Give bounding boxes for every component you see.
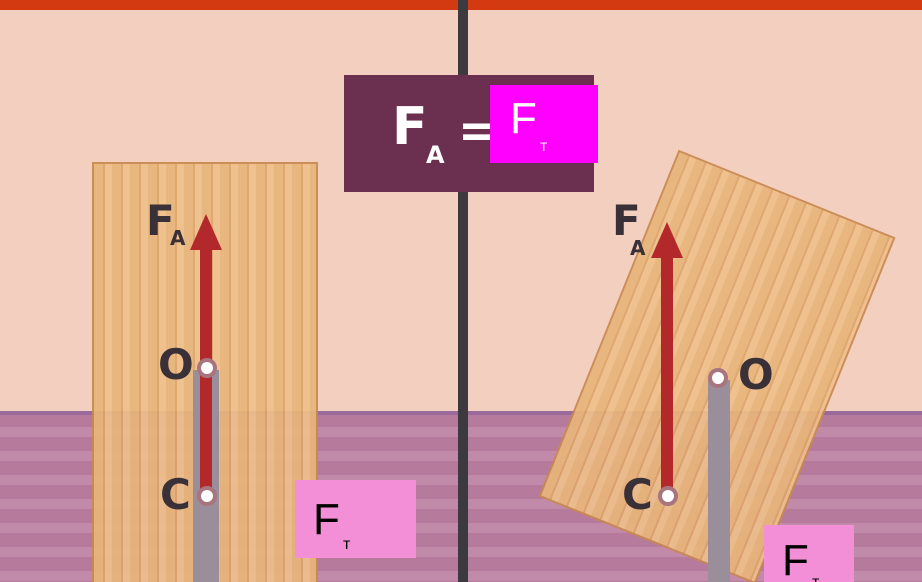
right-force-sub: A — [630, 236, 646, 260]
formula-sub-a: A — [426, 141, 445, 169]
right-post — [708, 380, 730, 582]
right-force-arrow — [661, 258, 673, 494]
left-pivot-o — [197, 358, 217, 378]
center-divider — [458, 0, 468, 582]
left-force-sub: A — [170, 226, 186, 250]
gravity-left-sub: т — [343, 536, 351, 553]
gravity-label-right: F т — [764, 525, 854, 582]
formula-rhs-sub: т — [540, 138, 548, 155]
right-point-c: C — [622, 470, 653, 519]
right-point-o: O — [738, 350, 774, 399]
formula-rhs-box: F т — [490, 85, 598, 163]
left-force-label: F — [146, 196, 175, 245]
left-point-o: O — [158, 340, 194, 389]
right-arrow-head — [651, 222, 683, 258]
left-arrow-head — [190, 214, 222, 250]
formula-f: F — [392, 97, 428, 157]
right-pivot-o — [708, 368, 728, 388]
gravity-right-sub: т — [812, 575, 819, 582]
right-force-label: F — [612, 196, 641, 245]
gravity-left-main: F — [313, 495, 340, 544]
formula-rhs-main: F — [510, 94, 537, 143]
left-point-c: C — [160, 470, 191, 519]
right-pivot-c — [658, 486, 678, 506]
gravity-right-main: F — [782, 536, 809, 582]
gravity-label-left: F т — [295, 480, 416, 558]
left-pivot-c — [197, 486, 217, 506]
